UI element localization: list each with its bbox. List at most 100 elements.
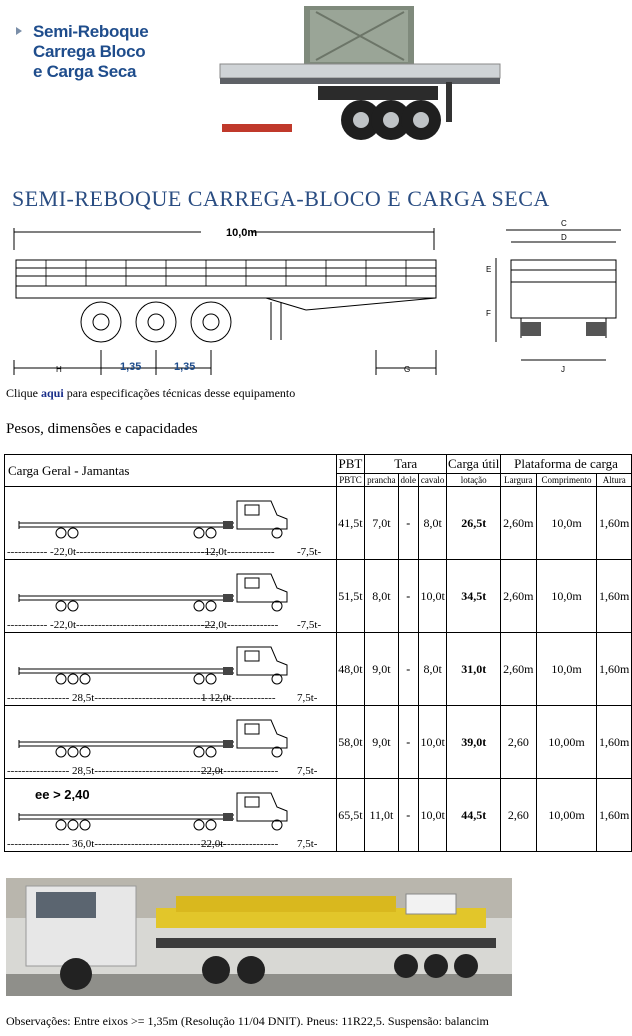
cell-comprimento: 10,0m [535, 632, 598, 706]
dim-h: H [56, 365, 62, 374]
table-row: ----------------- 28,5t-----------------… [4, 632, 632, 706]
cell-dole: - [397, 705, 419, 779]
cell-largura: 2,60m [500, 559, 537, 633]
extra-label: ee > 2,40 [35, 787, 90, 802]
sub-lotacao: lotação [446, 473, 502, 487]
length-label: 10,0m [226, 227, 257, 239]
cell-altura: 1,60m [596, 778, 632, 852]
cell-pbtc: 41,5t [335, 486, 366, 560]
cell-dole: - [397, 778, 419, 852]
cell-lotacao: 39,0t [446, 705, 502, 779]
cell-dole: - [397, 486, 419, 560]
truck-drawing [18, 500, 288, 539]
table-row: ----------- -22,0t----------------------… [4, 559, 632, 633]
axle-weight-mid: -12,0t------------- [201, 546, 275, 558]
trailer-photo [216, 2, 504, 150]
axle-weight-front: -7,5t- [297, 619, 322, 631]
truck-cell: ----------- -22,0t----------------------… [4, 486, 337, 560]
axle-spacing-1: 1,35 [120, 361, 141, 373]
truck-cell: ----------------- 28,5t-----------------… [4, 705, 337, 779]
head-pbt: PBT [335, 454, 366, 474]
cell-prancha: 7,0t [364, 486, 399, 560]
cell-cavalo: 10,0t [417, 705, 448, 779]
header-line-2: Carrega Bloco [33, 42, 146, 61]
head-plataforma: Plataforma de carga [500, 454, 632, 474]
truck-cell: ----------- -22,0t----------------------… [4, 559, 337, 633]
truck-drawing [18, 792, 288, 831]
axle-weight-rear: ----------------- 28,5t-----------------… [7, 692, 230, 704]
truck-drawing [18, 573, 288, 612]
dim-c: C [561, 219, 567, 228]
cell-comprimento: 10,0m [535, 486, 598, 560]
spec-table: Carga Geral - Jamantas PBT Tara Carga út… [4, 454, 632, 852]
truck-photo [6, 878, 512, 996]
cell-cavalo: 8,0t [417, 632, 448, 706]
cell-cavalo: 10,0t [417, 559, 448, 633]
truck-drawing [18, 719, 288, 758]
cell-dole: - [397, 632, 419, 706]
head-tara: Tara [364, 454, 448, 474]
table-title: Carga Geral - Jamantas [4, 454, 337, 487]
technical-drawing: 10,0m 1,35 1,35 H G C D E F J [13, 219, 621, 375]
cell-largura: 2,60m [500, 486, 537, 560]
bullet-arrow-icon [16, 27, 22, 35]
cell-pbtc: 48,0t [335, 632, 366, 706]
cell-altura: 1,60m [596, 559, 632, 633]
cell-comprimento: 10,0m [535, 559, 598, 633]
cell-pbtc: 51,5t [335, 559, 366, 633]
cell-lotacao: 31,0t [446, 632, 502, 706]
axle-spacing-2: 1,35 [174, 361, 195, 373]
section-title: Pesos, dimensões e capacidades [6, 421, 198, 437]
sub-altura: Altura [596, 473, 632, 487]
header-line-1: Semi-Reboque [33, 22, 149, 41]
table-row: ----------------- 28,5t-----------------… [4, 705, 632, 779]
table-row: ee > 2,40 ----------------- 36,0t-------… [4, 778, 632, 852]
spec-link[interactable]: aqui [41, 386, 64, 400]
dim-e: E [486, 265, 491, 274]
cell-largura: 2,60m [500, 632, 537, 706]
observacoes-text: Observações: Entre eixos >= 1,35m (Resol… [6, 1014, 489, 1028]
axle-weight-front: 7,5t- [297, 838, 318, 850]
sub-prancha: prancha [364, 473, 399, 487]
cell-cavalo: 10,0t [417, 778, 448, 852]
cell-prancha: 11,0t [364, 778, 399, 852]
axle-weight-rear: ----------- -22,0t----------------------… [7, 619, 216, 631]
cell-cavalo: 8,0t [417, 486, 448, 560]
axle-weight-mid: 1 12,0t------------ [201, 692, 276, 704]
cell-prancha: 9,0t [364, 632, 399, 706]
axle-weight-front: -7,5t- [297, 546, 322, 558]
cell-prancha: 8,0t [364, 559, 399, 633]
cell-comprimento: 10,00m [535, 778, 598, 852]
cell-largura: 2,60 [500, 778, 537, 852]
cell-pbtc: 58,0t [335, 705, 366, 779]
table-row: ----------- -22,0t----------------------… [4, 486, 632, 560]
cell-comprimento: 10,00m [535, 705, 598, 779]
cell-prancha: 9,0t [364, 705, 399, 779]
cell-lotacao: 34,5t [446, 559, 502, 633]
axle-weight-mid: 22,0t--------------- [201, 838, 279, 850]
cell-pbtc: 65,5t [335, 778, 366, 852]
dim-f: F [486, 309, 491, 318]
header-line-3: e Carga Seca [33, 62, 137, 81]
axle-weight-rear: ----------- -22,0t----------------------… [7, 546, 219, 558]
sub-largura: Largura [500, 473, 537, 487]
cell-altura: 1,60m [596, 632, 632, 706]
cell-largura: 2,60 [500, 705, 537, 779]
sub-comprimento: Comprimento [535, 473, 598, 487]
cell-lotacao: 44,5t [446, 778, 502, 852]
axle-weight-rear: ----------------- 36,0t-----------------… [7, 838, 227, 850]
cell-altura: 1,60m [596, 705, 632, 779]
axle-weight-front: 7,5t- [297, 692, 318, 704]
cell-dole: - [397, 559, 419, 633]
head-carga: Carga útil [446, 454, 502, 474]
truck-drawing [18, 646, 288, 685]
truck-cell: ----------------- 28,5t-----------------… [4, 632, 337, 706]
dim-j: J [561, 365, 565, 374]
axle-weight-front: 7,5t- [297, 765, 318, 777]
axle-weight-mid: -22,0t-------------- [201, 619, 279, 631]
diagram-title: SEMI-REBOQUE CARREGA-BLOCO E CARGA SECA [12, 186, 550, 211]
spec-link-pre: Clique [6, 386, 41, 400]
cell-altura: 1,60m [596, 486, 632, 560]
axle-weight-mid: 22,0t--------------- [201, 765, 279, 777]
sub-pbtc: PBTC [335, 473, 366, 487]
